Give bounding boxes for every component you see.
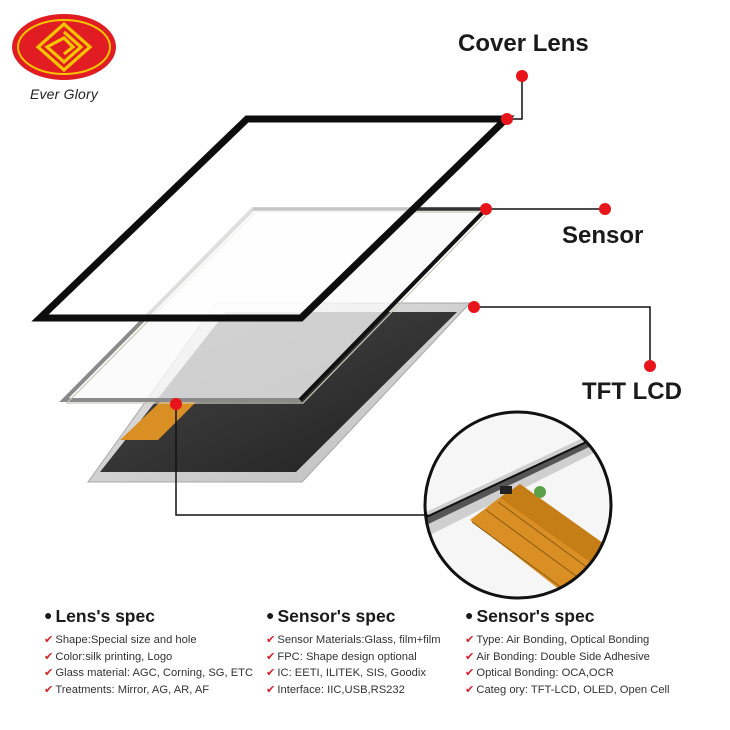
sensor-dot (480, 203, 492, 215)
list-item: ✔Type: Air Bonding, Optical Bonding (465, 634, 650, 646)
brand-logo: Ever Glory (10, 12, 118, 102)
list-item: ✔Shape:Special size and hole (44, 634, 197, 646)
list-item: ✔Optical Bonding: OCA,OCR (465, 667, 614, 679)
bullet-icon: ● (266, 607, 275, 623)
label-cover-lens: Cover Lens (458, 30, 589, 57)
spec-column-sensor: ●Sensor's spec ✔Sensor Materials:Glass, … (266, 606, 466, 698)
cover-lens-dot (501, 113, 513, 125)
list-item: ✔Categ ory: TFT-LCD, OLED, Open Cell (465, 683, 670, 696)
check-icon: ✔ (44, 650, 54, 663)
check-icon: ✔ (465, 634, 475, 646)
sensor-endpoint-dot (599, 203, 611, 215)
fpc-dot (170, 398, 182, 410)
callout-dots (170, 70, 656, 410)
check-icon: ✔ (465, 667, 475, 679)
label-sensor: Sensor (562, 222, 644, 249)
check-icon: ✔ (465, 683, 475, 696)
list-item: ✔Interface: IIC,USB,RS232 (266, 683, 405, 696)
check-icon: ✔ (44, 683, 54, 696)
list-item: ✔IC: EETI, ILITEK, SIS, Goodix (266, 667, 426, 679)
check-icon: ✔ (266, 634, 276, 646)
check-icon: ✔ (266, 683, 276, 696)
cover-lens-endpoint-dot (516, 70, 528, 82)
list-item: ✔Treatments: Mirror, AG, AR, AF (44, 683, 210, 696)
check-icon: ✔ (266, 650, 276, 663)
ever-glory-emblem-icon (12, 14, 116, 80)
check-icon: ✔ (266, 667, 276, 679)
tft-lcd-dot (468, 301, 480, 313)
spec-title: Lens's spec (55, 606, 155, 626)
list-item: ✔Glass material: AGC, Corning, SG, ETC (44, 667, 254, 679)
spec-title: Sensor's spec (476, 606, 595, 626)
spec-title: Sensor's spec (277, 606, 396, 626)
spec-column-lens: ●Lens's spec ✔Shape:Special size and hol… (44, 606, 254, 698)
callout-lines (175, 76, 651, 516)
spec-column-bonding: ●Sensor's spec ✔Type: Air Bonding, Optic… (465, 606, 727, 698)
tft-lcd-endpoint-dot (644, 360, 656, 372)
bullet-icon: ● (44, 607, 53, 623)
brand-name: Ever Glory (29, 86, 99, 102)
check-icon: ✔ (44, 667, 54, 679)
exploded-layer-diagram (31, 70, 656, 600)
bullet-icon: ● (465, 607, 474, 623)
fpc-connector (120, 402, 196, 440)
list-item: ✔FPC: Shape design optional (266, 650, 417, 663)
check-icon: ✔ (44, 634, 54, 646)
zoom-detail-circle (423, 410, 613, 600)
list-item: ✔Sensor Materials:Glass, film+film (266, 634, 441, 646)
list-item: ✔Air Bonding: Double Side Adhesive (465, 650, 650, 663)
cover-lens-layer (31, 115, 515, 322)
label-tft-lcd: TFT LCD (582, 378, 682, 405)
check-icon: ✔ (465, 650, 475, 663)
list-item: ✔Color:silk printing, Logo (44, 650, 173, 663)
